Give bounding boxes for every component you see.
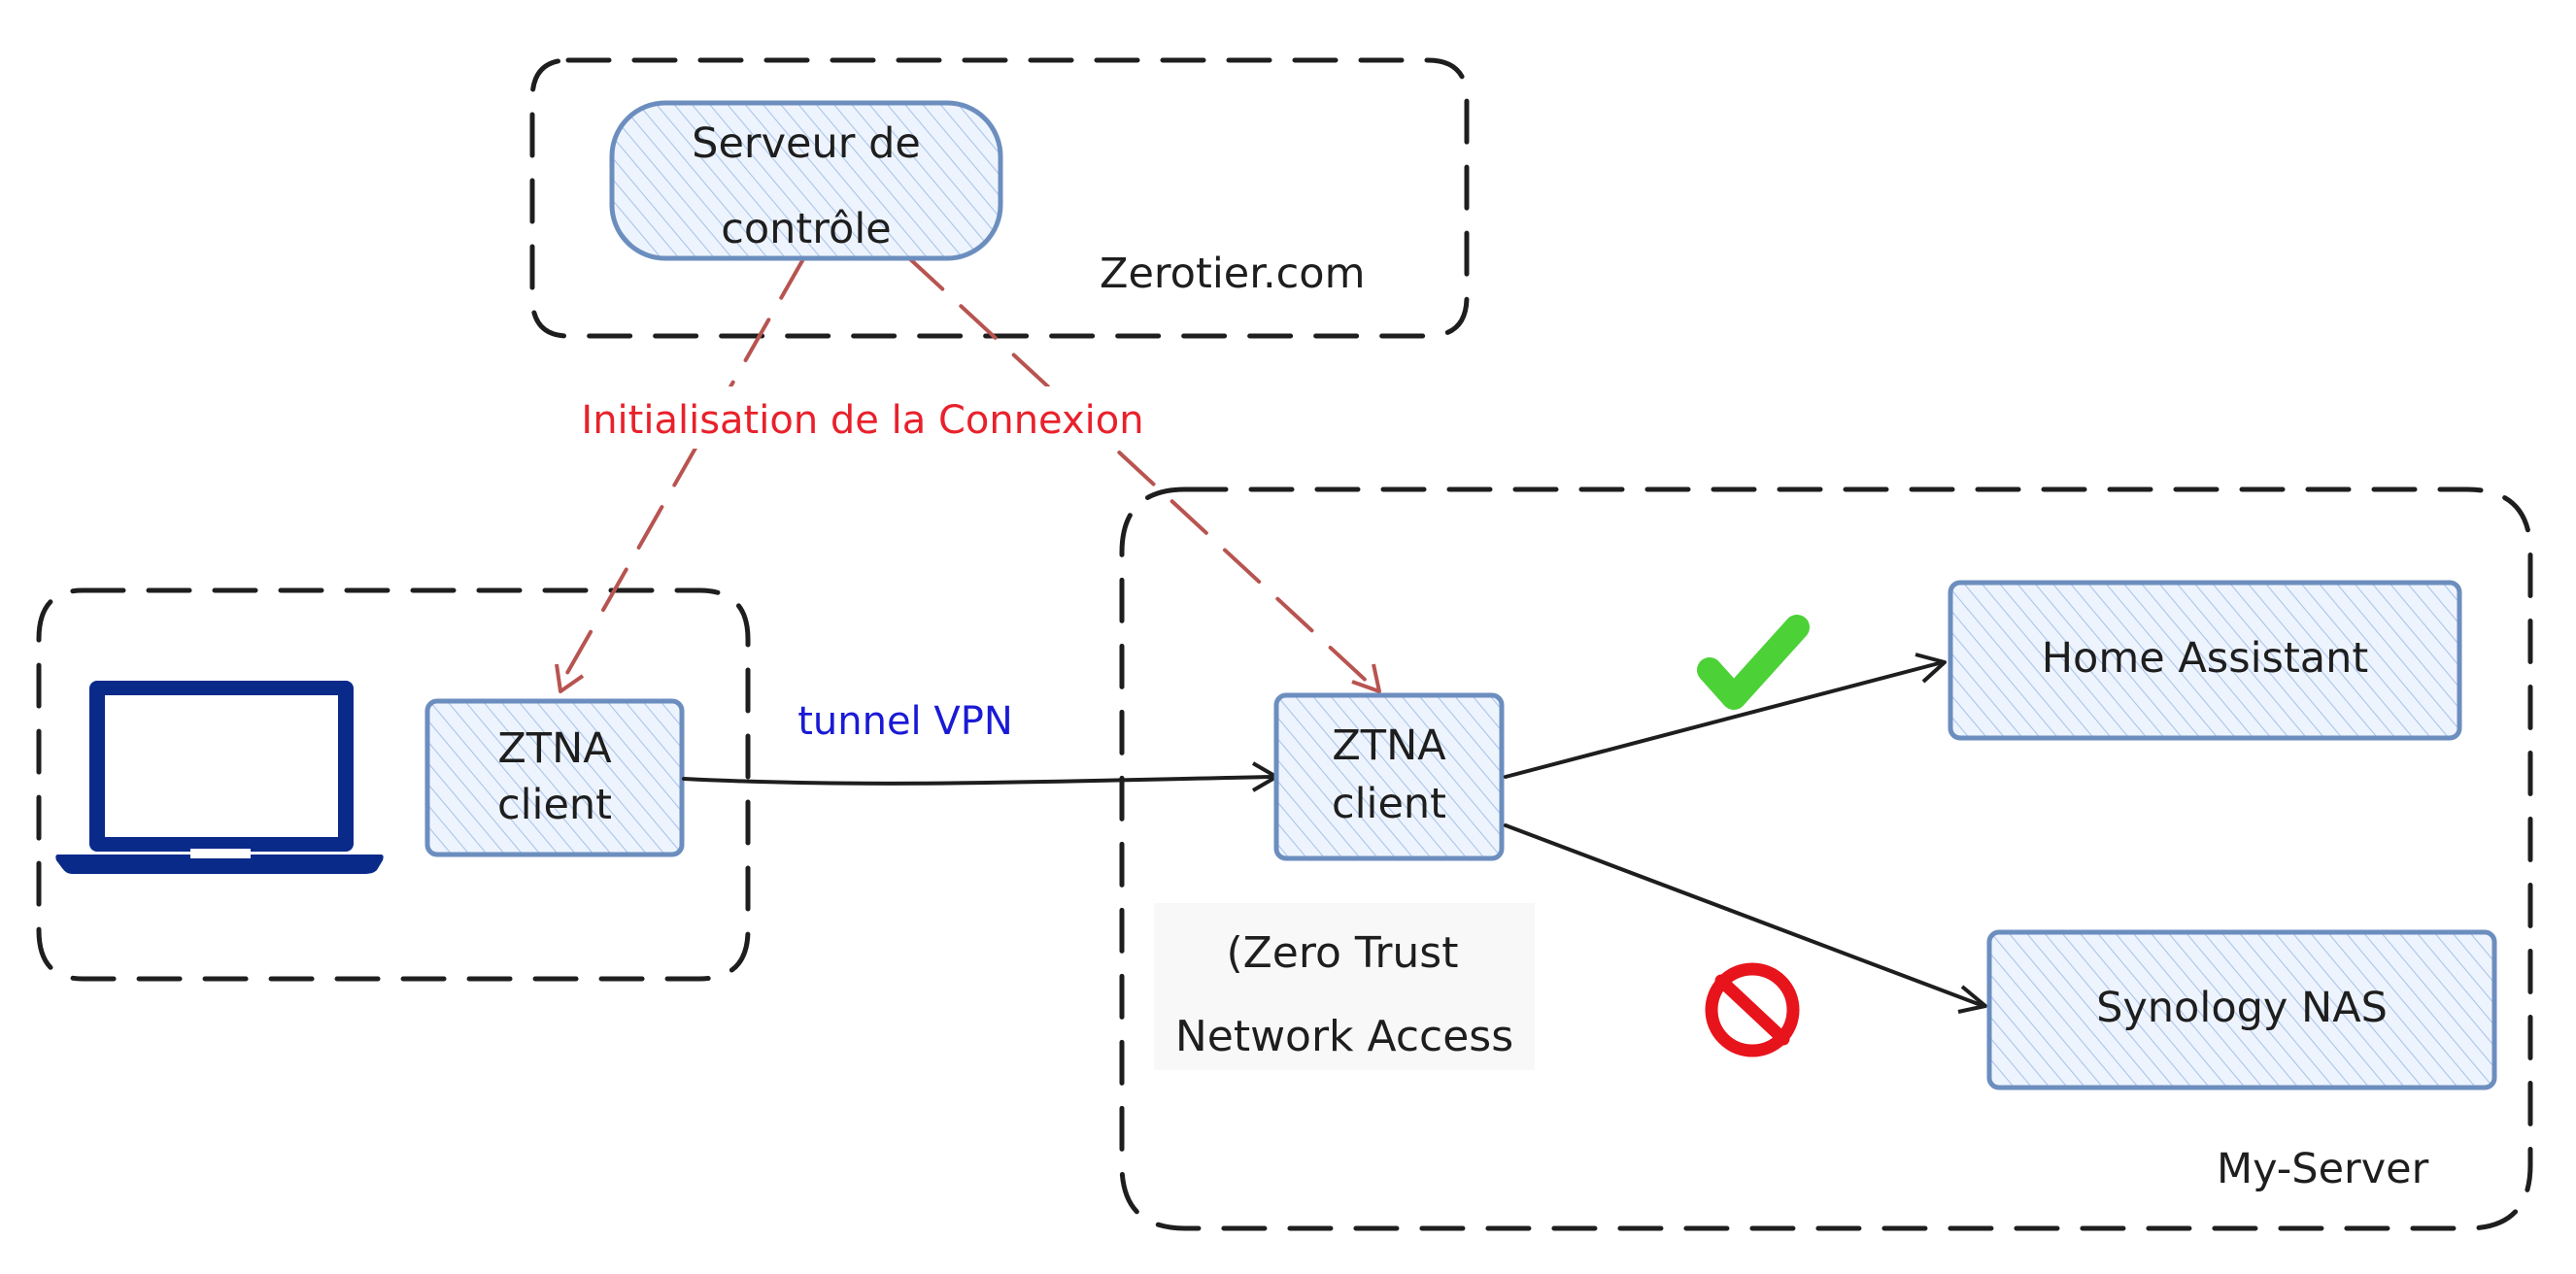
tunnel-edge: tunnel VPN [682, 699, 1278, 792]
tunnel-arrow [682, 775, 1276, 786]
node-control-server-label-2: contrôle [721, 205, 892, 253]
ztna-note-line-2: Network Access [1175, 1012, 1513, 1061]
group-my-server-label: My-Server [2217, 1145, 2429, 1193]
group-zerotier: Zerotier.com [529, 57, 1470, 339]
init-label-bg [565, 386, 1158, 449]
checkmark-icon [1697, 615, 1810, 710]
init-arrowhead-server [1351, 663, 1381, 693]
laptop-icon [55, 681, 384, 874]
tunnel-edge-label: tunnel VPN [797, 699, 1013, 744]
group-my-server-border [1119, 486, 2533, 1231]
init-edges: Initialisation de la Connexion [555, 255, 1381, 693]
group-laptop-side-border [36, 587, 751, 982]
group-zerotier-border [529, 57, 1470, 339]
allowed-arrow [1504, 660, 1945, 779]
node-ztna-client-laptop-label-1: ZTNA [497, 724, 612, 773]
group-zerotier-label: Zerotier.com [1100, 250, 1365, 298]
allowed-arrowhead [1915, 653, 1947, 684]
blocked-arrowhead [1957, 985, 1987, 1014]
node-ztna-client-server-label-2: client [1332, 780, 1446, 828]
init-arrow-to-server-client [906, 255, 1375, 689]
forbidden-icon [1705, 962, 1800, 1057]
init-arrowhead-laptop [555, 663, 585, 693]
allowed-edge [1504, 615, 1947, 779]
group-my-server: My-Server [1119, 486, 2533, 1231]
node-home-assistant: Home Assistant [1948, 580, 2462, 741]
node-home-assistant-label: Home Assistant [2042, 634, 2369, 683]
node-ztna-client-laptop: ZTNA client [424, 698, 685, 857]
node-ztna-client-laptop-label-2: client [497, 781, 612, 829]
node-ztna-client-server: ZTNA client [1273, 692, 1505, 861]
node-synology-nas-label: Synology NAS [2096, 984, 2388, 1032]
node-ztna-client-server-label-1: ZTNA [1332, 721, 1446, 770]
blocked-arrow [1504, 823, 1985, 1008]
blocked-edge [1504, 823, 1987, 1057]
group-laptop-side [36, 587, 751, 982]
node-control-server-label-1: Serveur de [692, 119, 921, 168]
ztna-note: (Zero Trust Network Access [1154, 903, 1535, 1070]
node-synology-nas: Synology NAS [1986, 929, 2497, 1090]
init-edge-label: Initialisation de la Connexion [581, 398, 1143, 443]
node-control-server: Serveur de contrôle [609, 100, 1003, 261]
ztna-note-line-1: (Zero Trust [1227, 928, 1459, 978]
init-arrow-to-laptop-client [561, 255, 806, 682]
